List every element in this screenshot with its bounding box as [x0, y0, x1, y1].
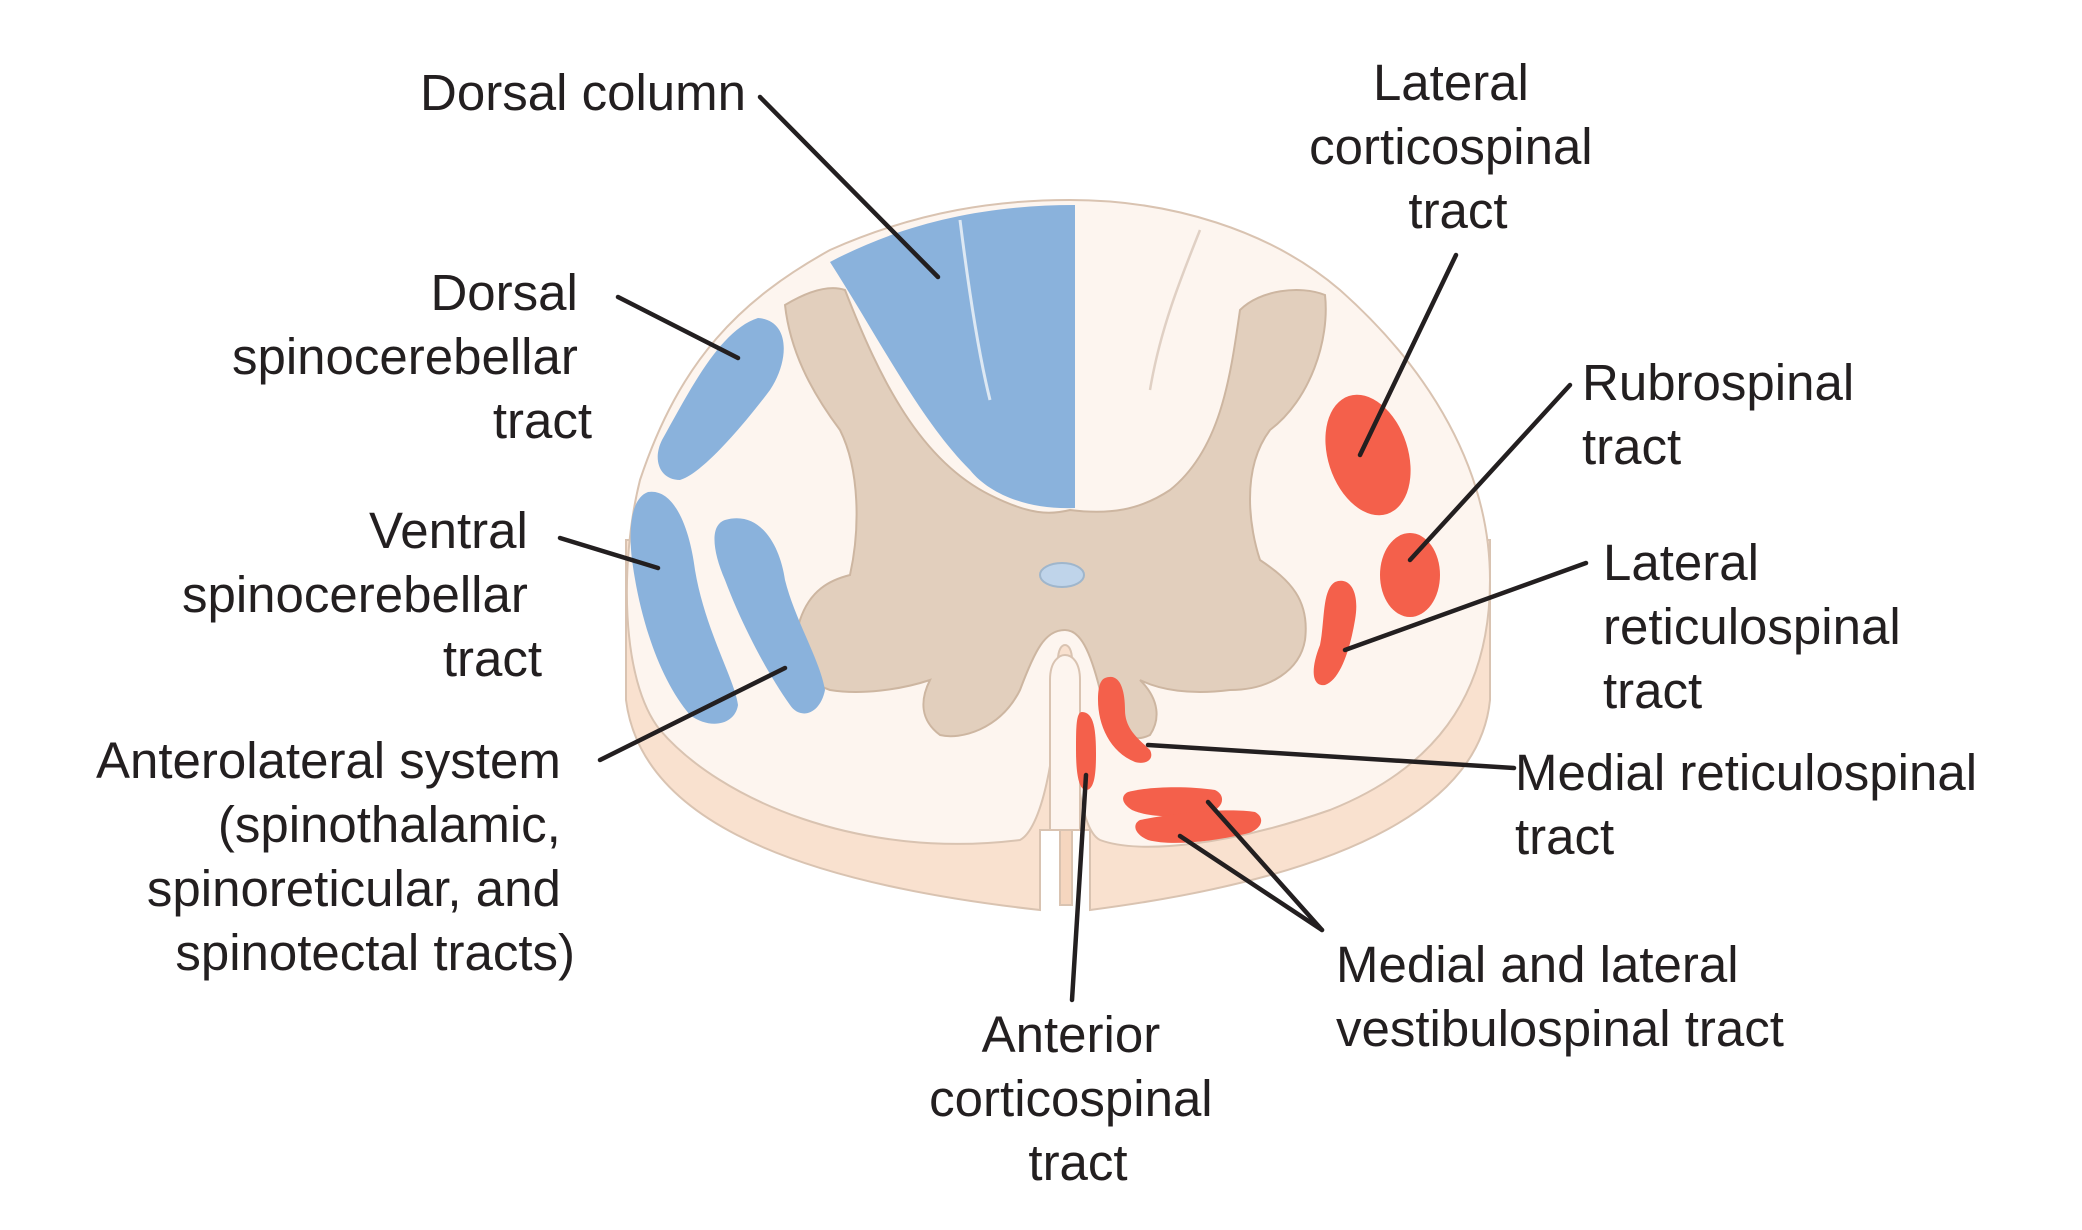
label-dorsal-column: Dorsal column [420, 64, 746, 121]
leader-lateral-vestibulospinal [1177, 833, 1325, 933]
anterolateral-system-tract [714, 518, 825, 714]
leader-medial-reticulospinal [1145, 742, 1517, 771]
lateral-reticulospinal-tract [1313, 580, 1357, 686]
dorsal-spinocerebellar-tract [657, 318, 784, 480]
leader-dorsal-column [757, 94, 941, 280]
lateral-corticospinal-tract [1325, 394, 1411, 516]
label-rubrospinal: Rubrospinal tract [1582, 354, 1868, 475]
dorsal-column-fasciculus-divider [958, 219, 992, 401]
leader-dorsal-spinocerebellar [615, 294, 741, 361]
label-anterior-corticospinal: Anterior corticospinal tract [929, 1006, 1227, 1191]
dorsal-column-tract [830, 205, 1075, 509]
leader-anterolateral-system [597, 665, 788, 763]
lateral-vestibulospinal-tract [1135, 810, 1262, 843]
dorsal-septum-line [1148, 229, 1202, 391]
label-dorsal-spinocerebellar: Dorsal spinocerebellar tract [232, 264, 592, 449]
label-anterolateral-system: Anterolateral system (spinothalamic, spi… [96, 732, 575, 981]
leader-lateral-reticulospinal [1342, 560, 1589, 653]
medial-vestibulospinal-tract [1123, 787, 1223, 817]
leader-rubrospinal [1407, 382, 1573, 563]
leader-anterior-corticospinal [1069, 772, 1089, 1003]
label-medial-reticulospinal: Medial reticulospinal tract [1515, 744, 1991, 865]
label-ventral-spinocerebellar: Ventral spinocerebellar tract [182, 502, 542, 687]
rubrospinal-tract [1380, 533, 1440, 617]
leader-medial-vestibulospinal [1205, 799, 1325, 933]
leader-ventral-spinocerebellar [557, 535, 661, 571]
anterior-median-fissure [1049, 653, 1081, 831]
anterior-corticospinal-tract [1076, 712, 1096, 790]
label-lateral-reticulospinal: Lateral reticulospinal tract [1603, 534, 1915, 719]
medial-reticulospinal-tract [1098, 676, 1152, 763]
label-lateral-corticospinal: Lateral corticospinal tract [1309, 54, 1607, 239]
label-vestibulospinal: Medial and lateral vestibulospinal tract [1336, 936, 1784, 1057]
ventral-spinocerebellar-tract [630, 491, 738, 724]
central-canal [1039, 562, 1085, 588]
leader-lateral-corticospinal [1357, 252, 1459, 458]
